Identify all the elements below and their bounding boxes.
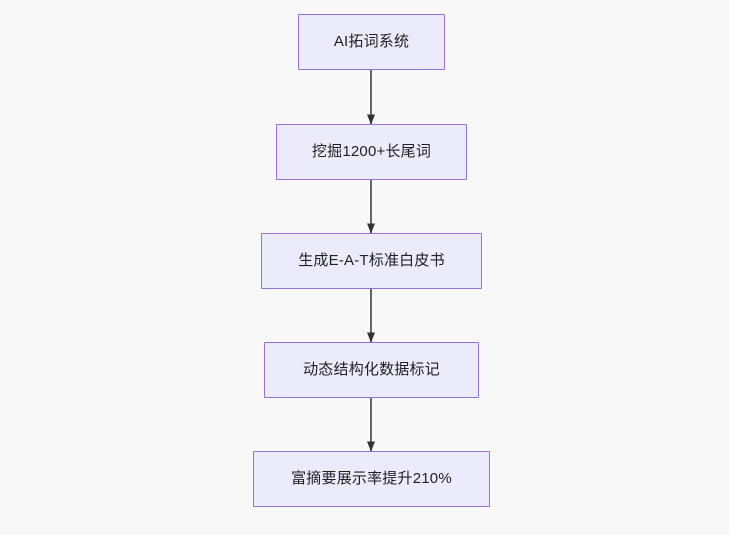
flowchart-node-4[interactable]: 动态结构化数据标记 xyxy=(264,342,479,398)
flowchart-node-1[interactable]: AI拓词系统 xyxy=(298,14,445,70)
node-3-label: 生成E-A-T标准白皮书 xyxy=(298,252,445,269)
flowchart-node-5[interactable]: 富摘要展示率提升210% xyxy=(253,451,490,507)
node-5-label: 富摘要展示率提升210% xyxy=(291,470,452,487)
flowchart-node-2[interactable]: 挖掘1200+长尾词 xyxy=(276,124,467,180)
node-4-label: 动态结构化数据标记 xyxy=(303,361,440,378)
node-1-label: AI拓词系统 xyxy=(333,33,410,50)
node-2-label: 挖掘1200+长尾词 xyxy=(311,143,432,160)
flowchart-node-3[interactable]: 生成E-A-T标准白皮书 xyxy=(261,233,482,289)
